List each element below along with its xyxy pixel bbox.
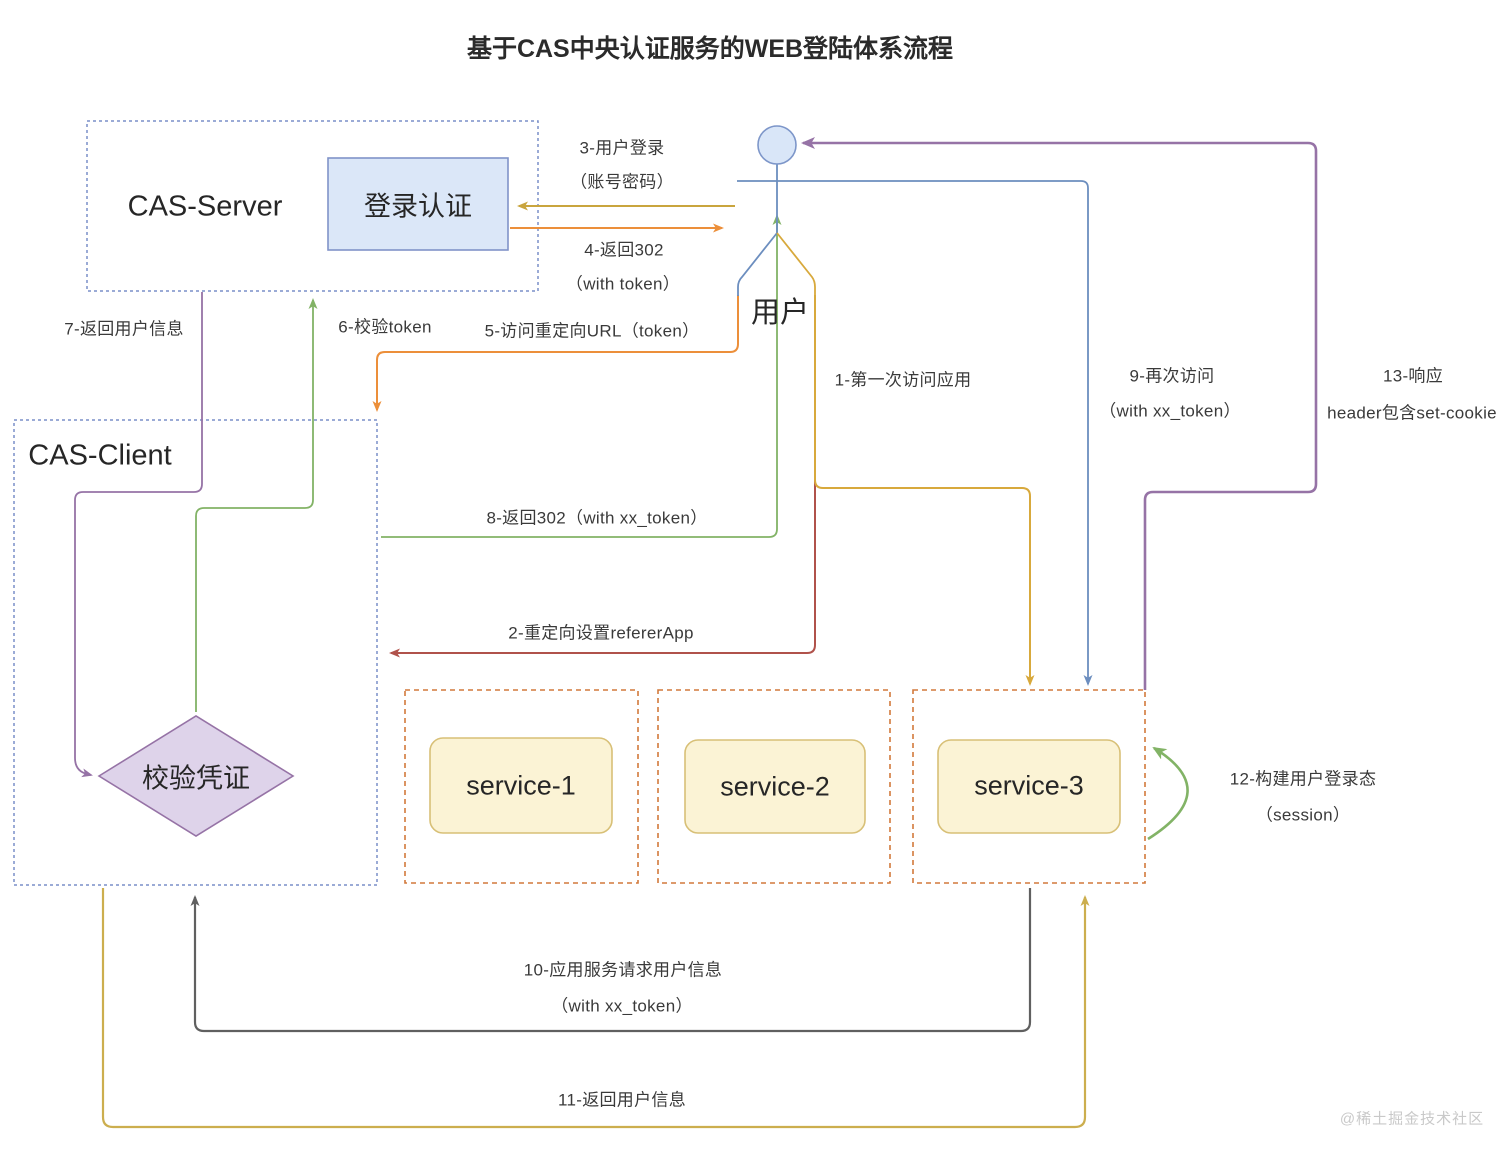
flow-2-redirect-refererapp-line — [389, 470, 816, 658]
flow-10-label: 10-应用服务请求用户信息 — [523, 960, 723, 980]
cas-client-label: CAS-Client — [28, 439, 172, 472]
cas-server-label: CAS-Server — [127, 190, 283, 223]
flow-11-label: 11-返回用户信息 — [557, 1090, 687, 1110]
flow-13-label: 13-响应 — [1382, 366, 1444, 386]
flow-3-sublabel: （账号密码） — [570, 172, 674, 192]
login-auth-box — [327, 157, 509, 251]
flow-4-sublabel: （with token） — [565, 274, 681, 294]
login-auth-label: 登录认证 — [364, 191, 472, 222]
flow-1-first-access-line — [814, 295, 1035, 686]
flow-5-redirect-url-line — [372, 295, 739, 412]
flow-8-label: 8-返回302（with xx_token） — [486, 508, 708, 528]
service-1-box — [429, 737, 613, 834]
flow-2-label: 2-重定向设置refererApp — [508, 623, 694, 643]
service-3-container — [912, 689, 1146, 884]
flow-9-sublabel: （with xx_token） — [1099, 401, 1241, 421]
flow-6-verify-token-line — [195, 298, 318, 712]
flow-12-sublabel: （session） — [1255, 805, 1351, 825]
verify-credential-label: 校验凭证 — [142, 763, 250, 794]
flow-10-request-userinfo-line — [190, 888, 1032, 1033]
flow-8-return-302-line — [381, 214, 782, 538]
user-figure — [737, 125, 816, 296]
flow-7-return-userinfo-line — [74, 292, 203, 778]
flow-12-build-session-loop — [1147, 746, 1189, 841]
service-3-label: service-3 — [974, 770, 1084, 801]
diagram-title: 基于CAS中央认证服务的WEB登陆体系流程 — [466, 35, 954, 63]
flow-4-label: 4-返回302 — [584, 240, 664, 260]
flow-1-label: 1-第一次访问应用 — [834, 370, 972, 390]
service-2-label: service-2 — [720, 771, 830, 802]
service-1-container — [404, 689, 639, 884]
user-label: 用户 — [750, 297, 810, 329]
user-right-leg-line — [776, 232, 816, 296]
flow-6-label: 6-校验token — [338, 317, 432, 337]
flow-13-sublabel: header包含set-cookie — [1327, 403, 1497, 423]
service-3-box — [937, 739, 1121, 834]
user-head — [757, 125, 797, 165]
flow-3-label: 3-用户登录 — [579, 138, 665, 158]
flow-12-label: 12-构建用户登录态 — [1229, 769, 1377, 789]
cas-client-container — [13, 419, 378, 886]
service-2-container — [657, 689, 891, 884]
flow-13-response-setcookie-line — [801, 137, 1318, 690]
user-left-leg-line — [737, 232, 778, 296]
service-1-label: service-1 — [466, 770, 576, 801]
service-2-box — [684, 739, 866, 834]
flow-7-label: 7-返回用户信息 — [64, 319, 184, 339]
verify-credential-diamond — [97, 715, 295, 837]
flow-9-label: 9-再次访问 — [1129, 366, 1215, 386]
flow-10-sublabel: （with xx_token） — [551, 996, 693, 1016]
flow-11-return-userinfo-line — [101, 888, 1090, 1129]
flow-5-label: 5-访问重定向URL（token） — [484, 321, 700, 341]
flow-9-access-again-line — [737, 180, 1093, 686]
watermark: @稀土掘金技术社区 — [1339, 1110, 1485, 1128]
